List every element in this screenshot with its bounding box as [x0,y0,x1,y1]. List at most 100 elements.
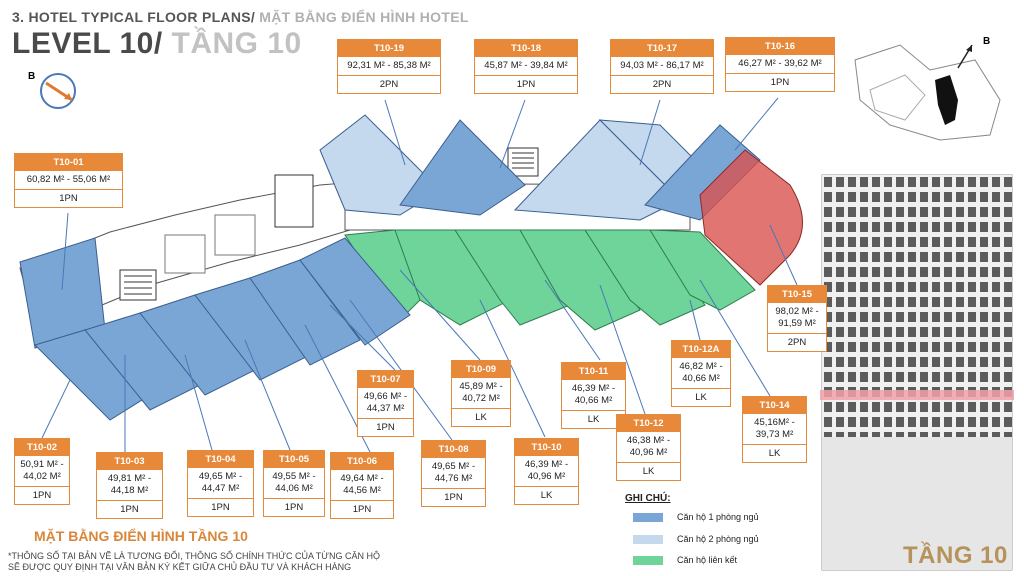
unit-id: T10-18 [475,40,577,57]
unit-id: T10-12A [672,341,730,358]
unit-id: T10-03 [97,453,162,470]
legend-swatch [633,535,663,544]
stair-icon [124,152,534,295]
unit-t10-12a-shape[interactable] [584,229,706,326]
unit-id: T10-16 [726,38,834,55]
unit-area: 46,82 M² - 40,66 M² [672,358,730,389]
unit-id: T10-08 [422,441,485,458]
unit-area: 98,02 M² - 91,59 M² [768,303,826,334]
unit-t10-14-shape[interactable] [649,229,756,311]
compass-left-label: B [28,71,35,82]
unit-area: 45,89 M² - 40,72 M² [452,378,510,409]
legend-label: Căn hộ 2 phòng ngủ [677,534,759,544]
legend-title: GHI CHÚ: [625,493,671,504]
unit-type: 2PN [787,337,807,348]
unit-type: 1PN [770,77,790,88]
unit-id: T10-14 [743,397,806,414]
compass-icon [40,73,76,109]
unit-area: 46,27 M² - 39,62 M² [726,55,834,74]
unit-t10-11-shape[interactable] [454,229,571,326]
unit-area: 45,16M² - 39,73 M² [743,414,806,445]
section-title-en: 3. HOTEL TYPICAL FLOOR PLANS/ [12,9,256,25]
unit-area: 46,39 M² - 40,66 M² [562,380,625,411]
one-bedroom-row [34,237,411,421]
unit-area: 46,39 M² - 40,96 M² [515,456,578,487]
unit-type: LK [642,466,655,477]
floor-label: TẦNG 10 [903,542,1008,569]
unit-t10-06-shape[interactable] [249,259,361,366]
section-title: 3. HOTEL TYPICAL FLOOR PLANS/ MẶT BẰNG Đ… [12,9,469,25]
legend-swatch [633,556,663,565]
unit-type: LK [768,448,781,459]
compass-right-label: B [983,36,990,47]
unit-type: 2PN [379,79,399,90]
unit-type: LK [695,392,707,403]
unit-area: 92,31 M² - 85,38 M² [338,57,440,76]
unit-area: 50,91 M² - 44,02 M² [15,456,69,487]
unit-type: 1PN [120,504,139,515]
legend-label: Căn hộ liên kết [677,555,738,565]
unit-area: 49,55 M² - 44,06 M² [264,468,324,499]
unit-id: T10-02 [15,439,69,456]
disclaimer-line-1: *THÔNG SỐ TẠI BẢN VẼ LÀ TƯƠNG ĐỐI, THÔNG… [8,551,380,561]
unit-area: 49,65 M² - 44,76 M² [422,458,485,489]
section-title-vi: MẶT BẰNG ĐIỂN HÌNH HOTEL [255,9,469,25]
unit-id: T10-11 [562,363,625,380]
unit-t10-18-shape[interactable] [399,119,526,216]
unit-type: 1PN [284,502,304,513]
unit-id: T10-05 [264,451,324,468]
legend-label: Căn hộ 1 phòng ngủ [677,512,759,522]
unit-t10-15-shape[interactable] [699,149,803,286]
level-title-en: LEVEL 10/ [12,27,163,60]
legend-swatch [633,513,663,522]
unit-t10-12-shape[interactable] [519,229,641,331]
level-title-vi: TẦNG 10 [162,27,302,60]
unit-type: 1PN [59,193,78,204]
unit-id: T10-15 [768,286,826,303]
unit-area: 45,87 M² - 39,84 M² [475,57,577,76]
unit-type: LK [540,490,553,501]
unit-type: 1PN [211,502,230,513]
plan-title: MẶT BẰNG ĐIỂN HÌNH TẦNG 10 [34,528,248,544]
unit-id: T10-07 [358,371,413,388]
unit-area: 94,03 M² - 86,17 M² [611,57,713,76]
unit-id: T10-01 [15,154,122,171]
unit-type: 1PN [516,79,536,90]
unit-type: 1PN [376,422,395,433]
unit-area: 60,82 M² - 55,06 M² [15,171,122,190]
unit-area: 49,66 M² - 44,37 M² [358,388,413,419]
unit-area: 49,65 M² - 44,47 M² [188,468,253,499]
unit-t10-07-shape[interactable] [299,237,411,346]
unit-type: LK [475,412,487,423]
unit-type: 1PN [32,490,52,501]
unit-id: T10-09 [452,361,510,378]
unit-type: 2PN [652,79,672,90]
level-title: LEVEL 10/ TẦNG 10 [12,27,302,61]
linked-units-row [344,229,756,331]
unit-t10-16-shape[interactable] [644,124,761,221]
unit-id: T10-19 [338,40,440,57]
unit-id: T10-06 [331,453,393,470]
disclaimer-line-2: SẼ ĐƯỢC QUY ĐỊNH TẠI VĂN BẢN KÝ KẾT GIỮA… [8,562,352,572]
unit-type: 1PN [444,492,463,503]
